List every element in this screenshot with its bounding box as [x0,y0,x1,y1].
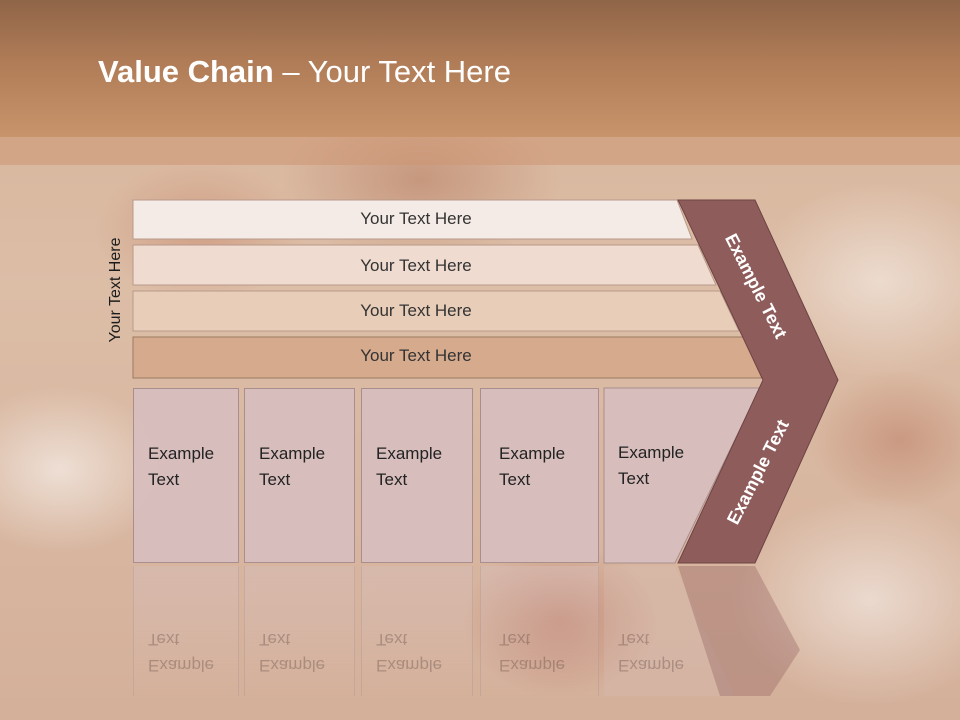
primary-cell-5-reflection [604,566,735,696]
primary-cell-3[interactable]: Example Text [361,388,473,563]
support-row-3-shape[interactable] [132,290,740,332]
support-row-1-label[interactable]: Your Text Here [360,209,472,228]
primary-cell-2[interactable]: Example Text [244,388,355,563]
support-row-2-label[interactable]: Your Text Here [360,256,472,275]
primary-cell-3-line1: Example [376,444,443,463]
support-row-3-label[interactable]: Your Text Here [360,301,472,320]
primary-cell-1-line1: Example [148,444,215,463]
chevron-arrow-reflection [678,566,800,696]
slide-title-rest: – Your Text Here [273,54,511,89]
primary-cell-5-text: Example Text [604,388,694,563]
primary-cell-3-line2: Text [376,470,408,489]
primary-cell-4[interactable]: Example Text [480,388,599,563]
slide-title[interactable]: Value Chain – Your Text Here [98,54,511,90]
primary-cell-2-line2: Text [259,470,291,489]
primary-cell-1-line2: Text [148,470,180,489]
primary-cell-5-shape[interactable] [603,387,761,564]
title-banner [0,0,960,137]
primary-cell-2-line1: Example [259,444,326,463]
primary-cell-5-line2: Text [618,469,650,488]
support-row-2-shape[interactable] [132,244,717,286]
slide-title-bold: Value Chain [98,54,274,89]
chevron-arrow[interactable] [677,199,839,564]
support-row-4-label[interactable]: Your Text Here [360,346,472,365]
primary-cell-5-line1: Example [618,443,685,462]
primary-cell-4-line2: Text [499,470,531,489]
title-banner-band [0,137,960,165]
support-row-1-shape[interactable] [132,199,693,240]
primary-cell-4-line1: Example [499,444,566,463]
primary-cell-1[interactable]: Example Text [133,388,239,563]
